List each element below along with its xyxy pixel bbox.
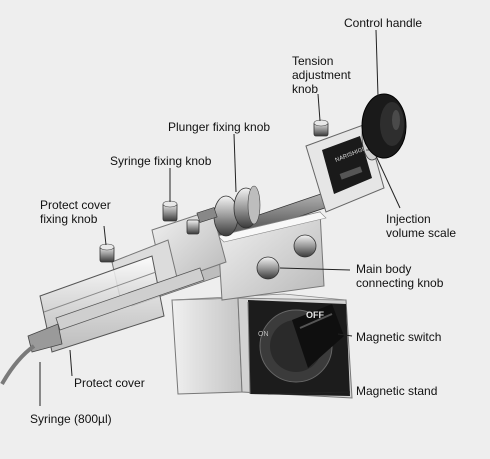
label-tension-adjustment-knob: Tension adjustment knob — [292, 54, 351, 96]
leader-tension-knob — [317, 93, 321, 122]
main-body-block — [217, 211, 327, 301]
main-body-connecting-knobs — [256, 234, 317, 280]
leader-plunger-knob — [233, 133, 237, 193]
leader-injection-scale — [375, 155, 401, 209]
label-control-handle: Control handle — [344, 16, 423, 30]
label-protect-cover: Protect cover — [74, 376, 145, 390]
leader-magnetic-switch — [337, 333, 353, 337]
syringe-tubing — [0, 344, 36, 385]
label-magnetic-switch: Magnetic switch — [356, 330, 442, 344]
syringe-fixing-knob — [162, 200, 200, 235]
label-plunger-fixing-knob: Plunger fixing knob — [168, 120, 271, 134]
syringe-barrel — [27, 267, 205, 353]
leader-lines — [39, 29, 401, 406]
tension-adjustment-knob — [313, 119, 329, 137]
label-syringe: Syringe (800µl) — [30, 412, 112, 426]
leader-control-handle — [375, 29, 379, 97]
plunger-fixing-knob — [196, 185, 261, 237]
label-injection-volume-scale: Injection volume scale — [386, 212, 457, 240]
leader-protect-cover-knob — [103, 225, 107, 246]
leader-protect-cover — [69, 349, 73, 377]
leader-magnetic-stand — [267, 391, 351, 395]
control-handle — [361, 93, 407, 159]
protect-cover-fixing-knob — [99, 243, 115, 263]
label-magnetic-stand: Magnetic stand — [356, 384, 438, 398]
label-protect-cover-fixing-knob: Protect cover fixing knob — [40, 198, 111, 226]
magnetic-switch — [259, 304, 344, 383]
switch-on-marking: ON — [258, 331, 269, 338]
leader-main-body-knob — [279, 267, 351, 271]
switch-off-marking: OFF — [306, 310, 324, 320]
label-syringe-fixing-knob: Syringe fixing knob — [110, 154, 212, 168]
label-main-body-connecting-knob: Main body connecting knob — [356, 262, 444, 290]
